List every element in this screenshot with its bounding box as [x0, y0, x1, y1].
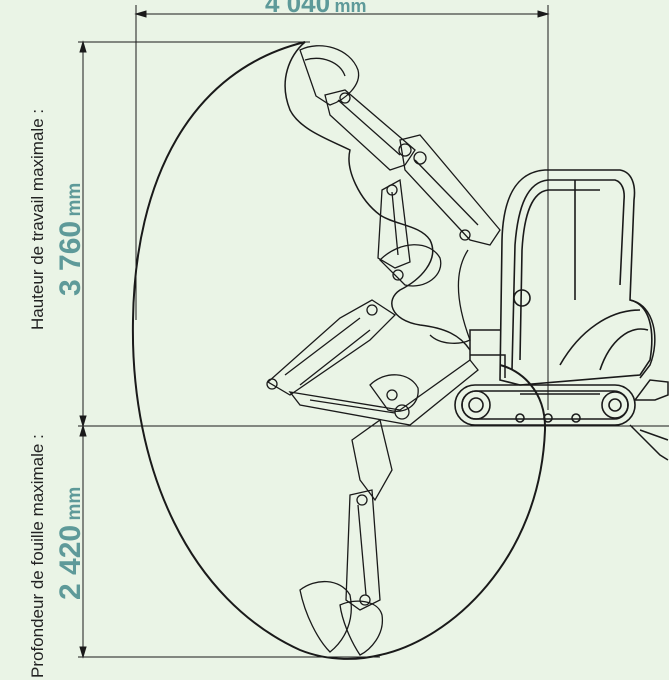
dimension-lines	[78, 5, 550, 659]
boom-swing-arc	[429, 249, 471, 344]
height-unit: mm	[64, 182, 85, 217]
track-undercarriage	[454, 384, 636, 426]
raised-boom	[399, 134, 501, 246]
max-reach-unit: mm	[334, 0, 367, 16]
depth-value-label: 2 420 mm	[54, 487, 88, 600]
digging-bucket	[299, 580, 383, 656]
height-caption: Hauteur de travail maximale :	[28, 108, 47, 330]
max-reach-value: 4 040	[265, 0, 331, 18]
extended-arm	[266, 299, 397, 396]
rear-body	[469, 299, 656, 379]
dozer-blade	[629, 379, 669, 461]
upper-bucket	[299, 45, 360, 106]
reach-envelope	[131, 41, 547, 660]
height-value-label: 3 760 mm	[54, 183, 88, 296]
depth-label: Profondeur de fouille maximale :	[28, 434, 48, 678]
inner-envelope	[284, 41, 471, 351]
extended-boom	[288, 359, 479, 426]
low-bucket	[369, 374, 419, 412]
height-value: 3 760	[54, 220, 87, 296]
height-label: Hauteur de travail maximale :	[28, 109, 48, 330]
max-reach-label: 4 040 mm	[265, 0, 367, 19]
excavator-cab	[499, 169, 653, 386]
middle-arm	[377, 178, 411, 269]
middle-bucket	[379, 244, 442, 287]
depth-unit: mm	[64, 486, 85, 521]
depth-caption: Profondeur de fouille maximale :	[28, 434, 47, 678]
digging-arm	[345, 418, 393, 611]
depth-value: 2 420	[54, 524, 87, 600]
raised-arm	[324, 89, 416, 171]
